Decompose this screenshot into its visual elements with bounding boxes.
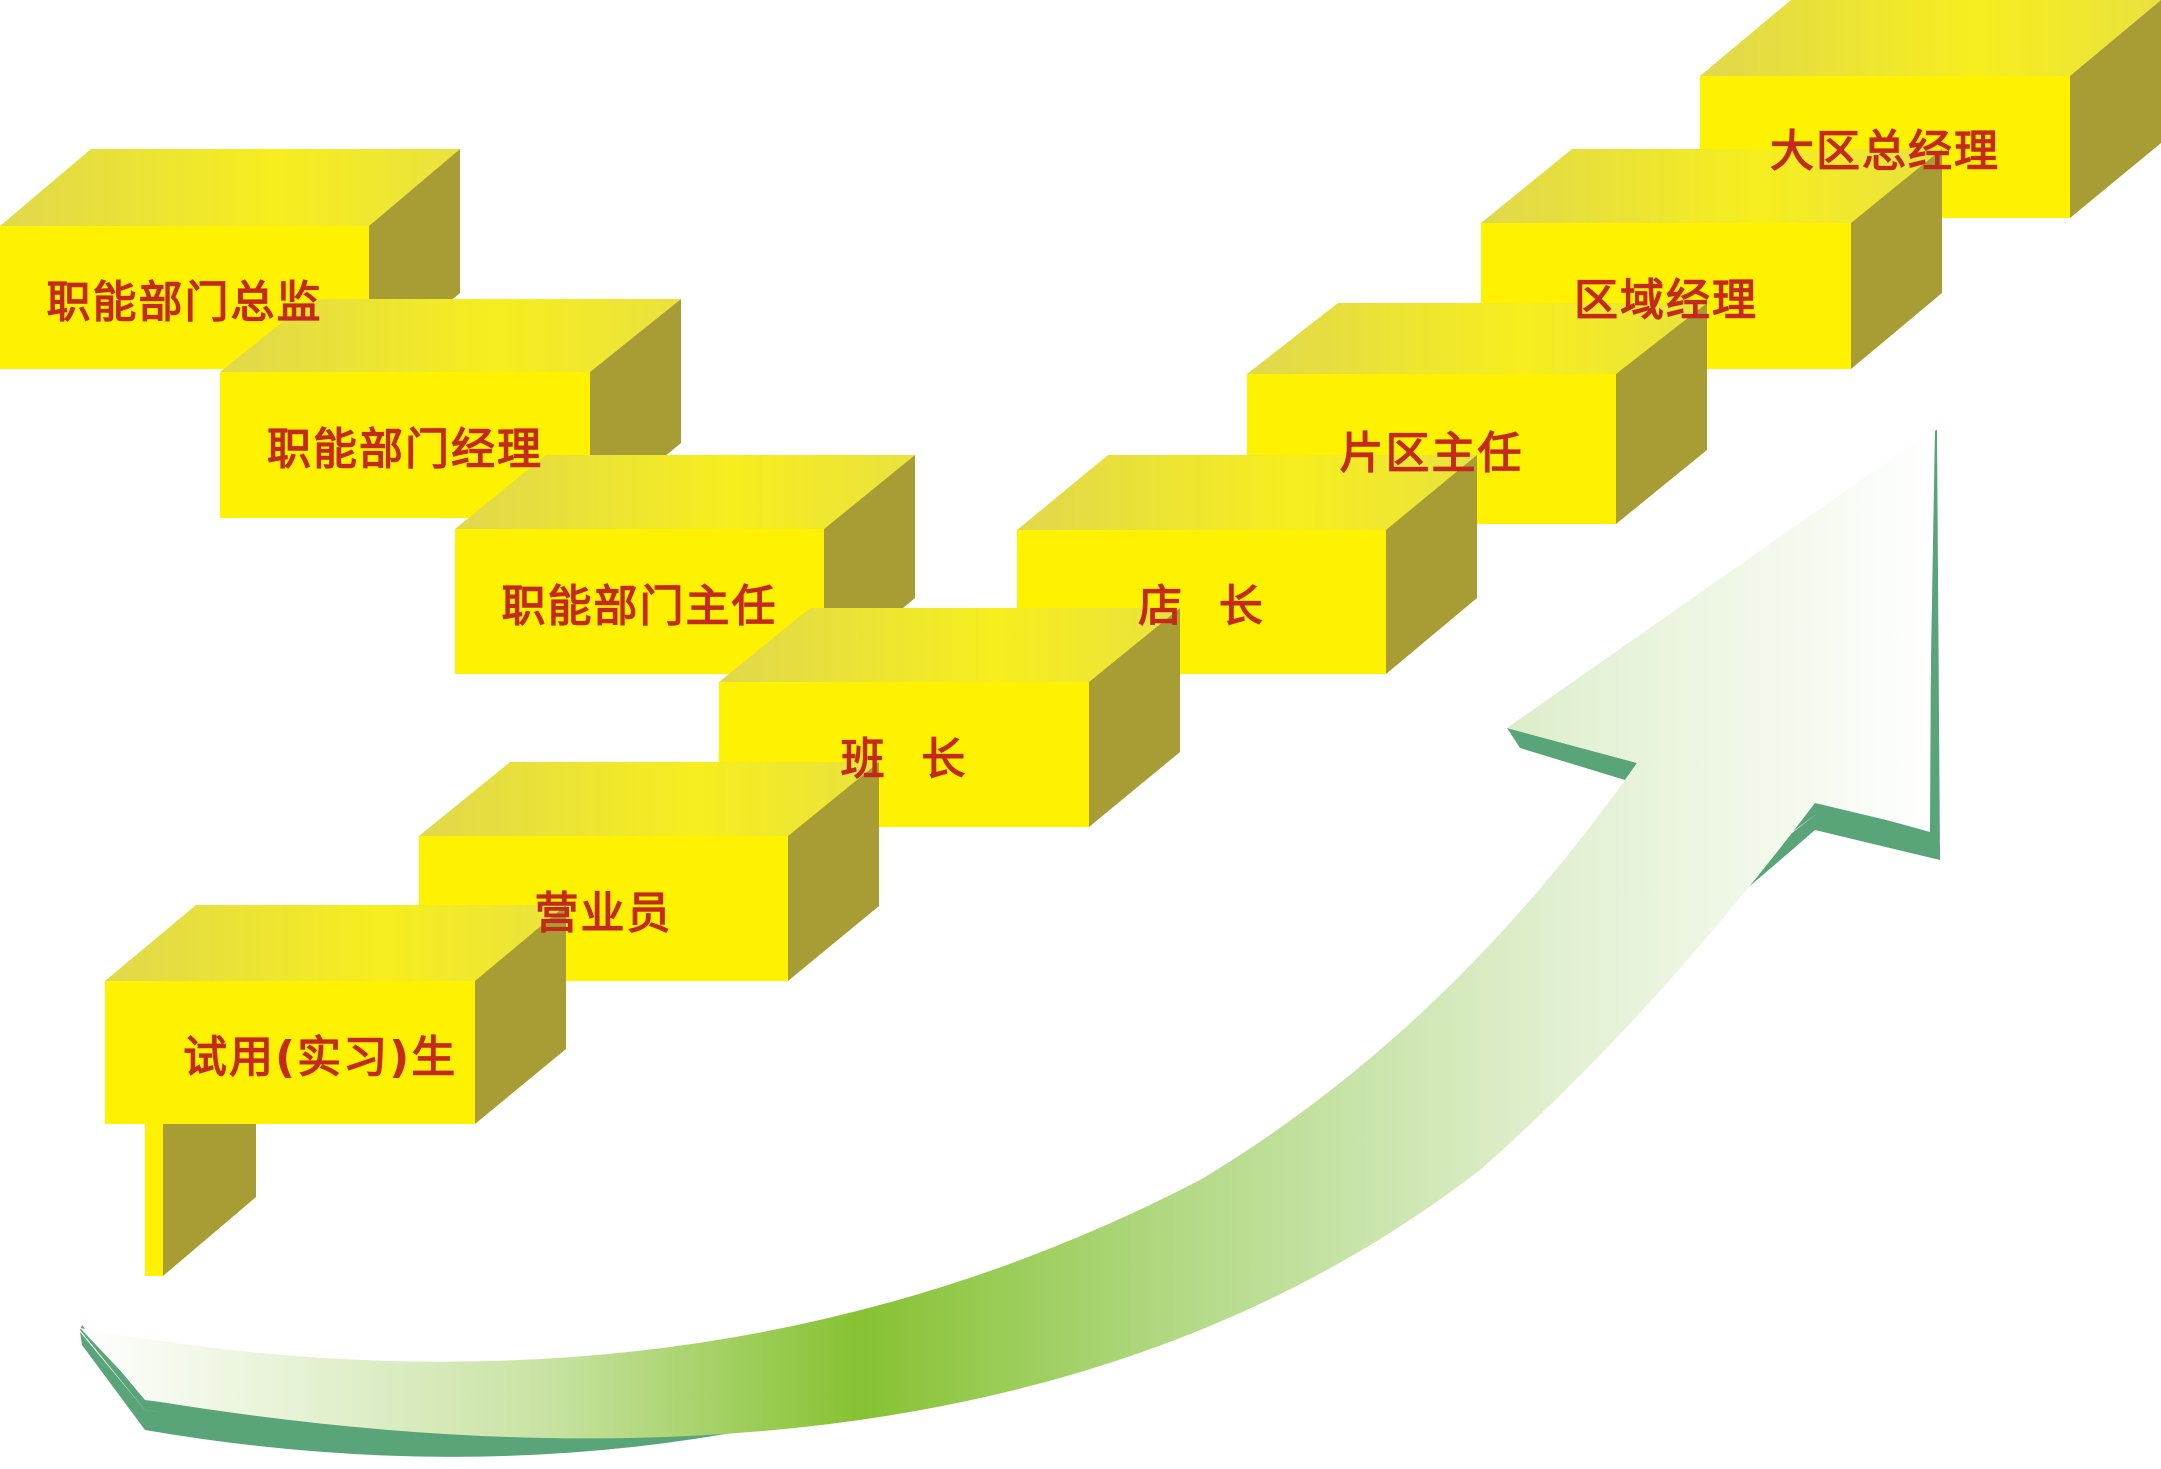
step-box-regional-general-manager — [1700, 0, 2161, 218]
label-team-leader: 班 长 — [840, 733, 968, 785]
step-box-trainee — [105, 905, 566, 1124]
label-sales-clerk: 营业员 — [534, 887, 673, 939]
growth-arrow-face — [80, 428, 1935, 1439]
label-functional-manager: 职能部门经理 — [267, 424, 543, 475]
growth-arrow-back-barb — [1507, 728, 1637, 780]
growth-arrow — [80, 428, 1940, 1457]
label-functional-director: 职能部门总监 — [46, 276, 323, 328]
label-area-manager: 区域经理 — [1574, 275, 1758, 326]
label-district-supervisor: 片区主任 — [1339, 428, 1524, 479]
label-functional-supervisor: 职能部门主任 — [501, 580, 778, 632]
base-stem — [145, 1124, 256, 1276]
label-store-manager: 店 长 — [1138, 581, 1265, 632]
step-box-team-leader — [719, 608, 1180, 827]
label-trainee: 试用(实习)生 — [183, 1031, 458, 1083]
label-regional-general-manager: 大区总经理 — [1770, 126, 2000, 177]
